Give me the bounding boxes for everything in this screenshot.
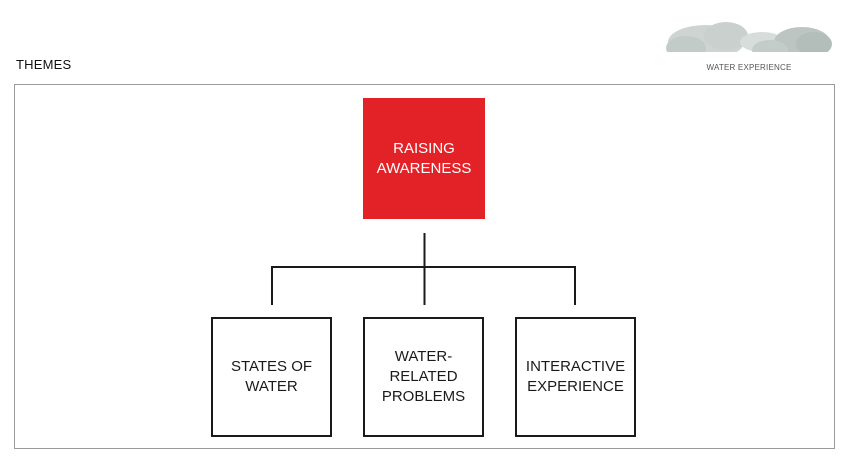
page-title: THEMES — [16, 57, 72, 72]
child-node-interactive-experience: INTERACTIVE EXPERIENCE — [515, 317, 636, 437]
child-node-3-line-1: INTERACTIVE — [525, 358, 626, 375]
child-node-2-line-2: PROBLEMS — [381, 388, 466, 405]
diagram-frame: RAISING AWARENESS STATES OF WATER WATER-… — [14, 84, 835, 449]
child-node-3-line-2: EXPERIENCE — [527, 378, 624, 395]
root-node-raising-awareness: RAISING AWARENESS — [363, 98, 485, 219]
cloud-logo-icon — [666, 22, 832, 62]
child-node-1-line-1: STATES OF — [230, 358, 313, 375]
water-experience-logo: WATER EXPERIENCE — [666, 18, 832, 76]
child-node-2-line-1: WATER-RELATED — [389, 348, 458, 385]
tree-connectors — [271, 233, 576, 305]
root-node-line-2: AWARENESS — [376, 159, 472, 177]
child-node-states-of-water: STATES OF WATER — [211, 317, 332, 437]
root-node-line-1: RAISING — [393, 139, 455, 157]
child-node-1-line-2: WATER — [245, 378, 298, 395]
logo-text: WATER EXPERIENCE — [706, 63, 792, 72]
child-node-water-related-problems: WATER-RELATED PROBLEMS — [363, 317, 484, 437]
